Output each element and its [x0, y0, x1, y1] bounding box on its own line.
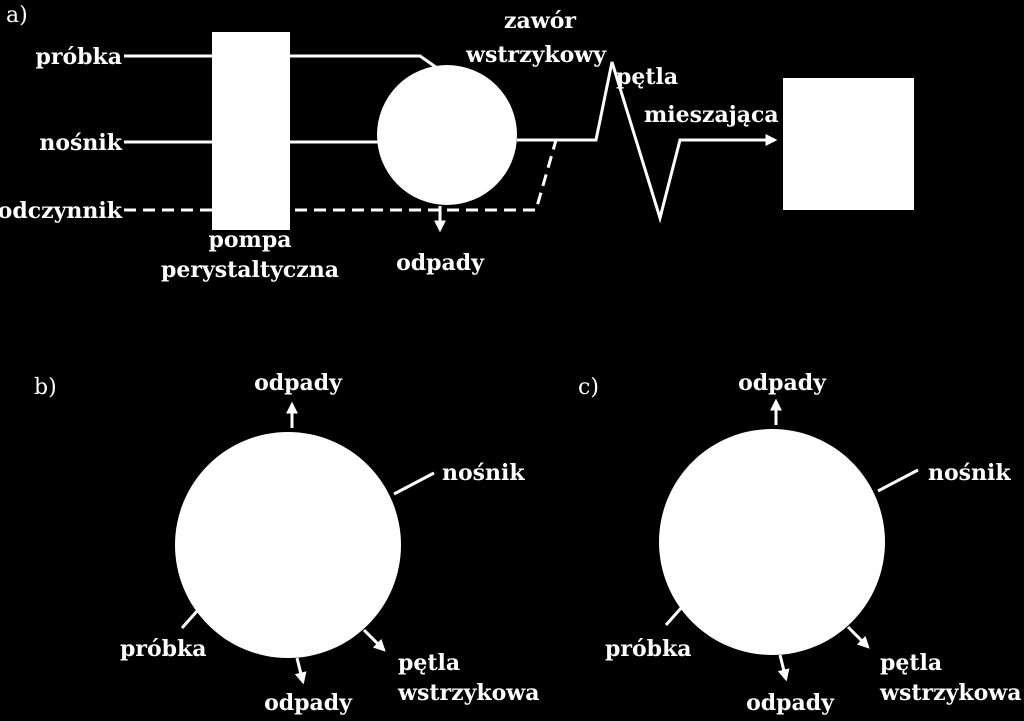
injection-valve — [377, 65, 517, 205]
waste-label: odpady — [396, 250, 485, 276]
loop-arrow-b — [362, 628, 386, 652]
loop-label-line2-c: wstrzykowa — [879, 680, 1021, 706]
valve-label-line2: wstrzykowy — [465, 42, 607, 68]
sample-label-b: próbka — [120, 636, 207, 662]
carrier-line-c — [877, 468, 919, 493]
loop-label-line2-b: wstrzykowa — [397, 680, 539, 706]
panel-c: c) odpady nośnik próbka odpady pętla wst… — [578, 370, 1021, 716]
peristaltic-pump — [212, 32, 290, 230]
sample-line-c — [664, 606, 684, 626]
panel-b-tag: b) — [34, 375, 57, 400]
panel-c-tag: c) — [578, 375, 599, 400]
waste-bottom-arrow-b — [294, 657, 307, 685]
mixing-loop — [517, 61, 778, 224]
valve-position-c — [659, 429, 885, 655]
sample-label-c: próbka — [605, 636, 692, 662]
waste-bottom-arrow-c — [777, 654, 790, 682]
waste-top-label-b: odpady — [254, 370, 343, 396]
reagent-input-label: odczynnik — [0, 198, 123, 224]
waste-bottom-label-b: odpady — [264, 690, 353, 716]
sample-input-label: próbka — [35, 44, 122, 70]
loop-label-line1-b: pętla — [398, 650, 460, 676]
valve-label-line1: zawór — [504, 8, 576, 34]
waste-top-label-c: odpady — [738, 370, 827, 396]
panel-a-tag: a) — [6, 3, 28, 28]
carrier-input-label: nośnik — [39, 130, 122, 156]
mixing-loop-label-line1: pętla — [616, 64, 678, 90]
pump-label-line2: perystaltyczna — [161, 257, 339, 283]
carrier-label-c: nośnik — [928, 460, 1011, 486]
detector — [783, 78, 914, 210]
panel-b: b) odpady nośnik próbka odpady pętla wst… — [34, 370, 539, 716]
sample-line-b — [180, 609, 200, 629]
carrier-line-b — [393, 471, 435, 496]
loop-arrow-c — [846, 625, 870, 649]
pump-label-line1: pompa — [209, 227, 292, 253]
loop-label-line1-c: pętla — [880, 650, 942, 676]
carrier-label-b: nośnik — [442, 460, 525, 486]
waste-bottom-label-c: odpady — [746, 690, 835, 716]
mixing-loop-label-line2: mieszająca — [644, 102, 779, 128]
panel-a: a) próbka nośnik odczynnik pompa perysta… — [0, 3, 914, 283]
valve-position-b — [175, 432, 401, 658]
